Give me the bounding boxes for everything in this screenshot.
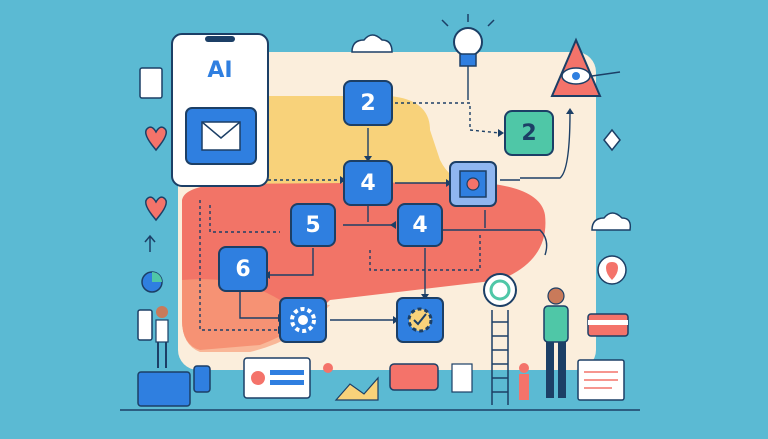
node-5[interactable]: 5 <box>290 203 336 247</box>
child-figure <box>519 363 529 373</box>
refresh-icon <box>483 273 517 307</box>
leaf-icon <box>144 234 156 252</box>
gear-icon <box>290 307 316 333</box>
sun-icon <box>323 363 333 373</box>
phone-icon <box>193 365 211 393</box>
monitor-icon <box>137 371 191 407</box>
envelope-icon <box>201 121 241 151</box>
heart-icon <box>145 126 167 222</box>
node-6[interactable]: 6 <box>218 246 268 292</box>
eye-pyramid-icon <box>550 37 621 97</box>
person-figure-left <box>137 306 169 368</box>
node-4-center[interactable]: 4 <box>343 160 393 206</box>
ladder <box>491 310 509 405</box>
person-figure-right <box>543 287 569 398</box>
speech-bubble <box>389 363 439 391</box>
notepad-icon <box>139 67 163 99</box>
node-4-right[interactable]: 4 <box>397 203 443 247</box>
cloud-icon <box>351 34 632 231</box>
node-2-top[interactable]: 2 <box>343 80 393 126</box>
notes-icon <box>451 363 473 393</box>
checklist-card <box>243 357 311 399</box>
gear-check-icon <box>407 307 433 333</box>
target-icon <box>459 170 487 198</box>
phone-label: AI <box>207 58 233 83</box>
diamond-icon <box>603 128 621 152</box>
node-2-right[interactable]: 2 <box>504 110 554 156</box>
lightbulb-icon <box>441 14 495 67</box>
mountain-chart <box>334 376 379 401</box>
